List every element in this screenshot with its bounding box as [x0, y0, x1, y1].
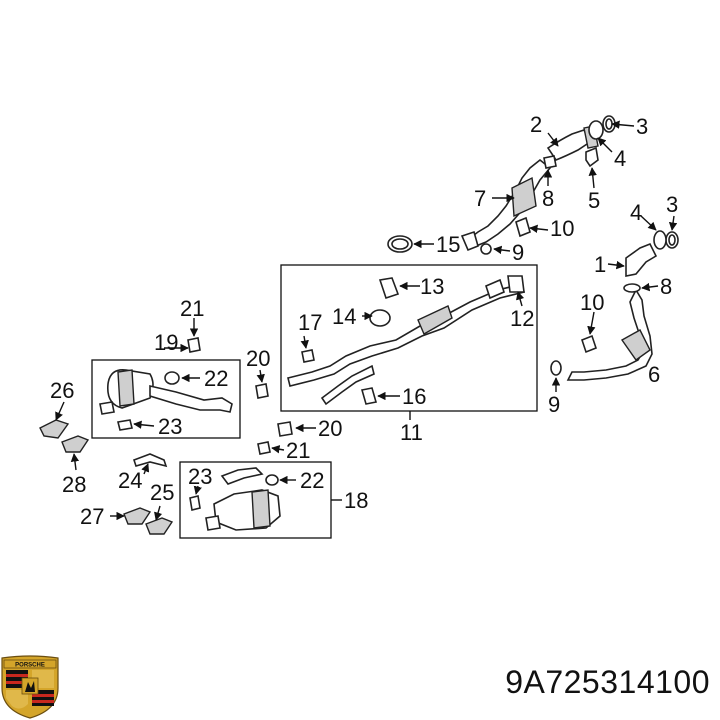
callout-16: 16: [402, 384, 426, 409]
callout-18: 18: [344, 488, 368, 513]
callout-2: 2: [530, 112, 542, 137]
gasket-4-upper: [588, 120, 604, 140]
leader-lines: [55, 120, 678, 521]
callout-23-left: 23: [158, 414, 182, 439]
callout-20-upper: 20: [246, 346, 270, 371]
tip-26: [39, 419, 70, 439]
callout-20-lower: 20: [318, 416, 342, 441]
bracket-12: [507, 275, 525, 293]
center-pipe: [287, 278, 525, 406]
front-pipe-right: [566, 242, 658, 381]
bracket-23-left: [117, 419, 133, 431]
gasket-4-right: [653, 230, 667, 250]
callout-1: 1: [594, 252, 606, 277]
frame-left-muffler-assembly: [91, 359, 241, 439]
callout-6: 6: [648, 362, 660, 387]
clamp-22-left: [164, 371, 180, 385]
callout-7: 7: [474, 186, 486, 211]
mount-20-lower: [277, 421, 293, 437]
svg-text:PORSCHE: PORSCHE: [15, 663, 45, 669]
porsche-crest-logo: PORSCHE: [1, 655, 59, 719]
clamp-8-upper: [543, 155, 557, 169]
mount-14: [369, 309, 391, 327]
gasket-3-right: [665, 231, 679, 249]
hanger-17: [301, 349, 315, 363]
gasket-3-upper: [602, 115, 616, 133]
callout-10-upper: 10: [550, 216, 574, 241]
callout-27: 27: [80, 504, 104, 529]
callout-4-right: 4: [630, 200, 642, 225]
hanger-21-lower: [257, 441, 271, 455]
muffler-right: [205, 467, 281, 531]
nut-9-upper: [480, 243, 492, 255]
callout-28: 28: [62, 472, 86, 497]
callout-3-right: 3: [666, 192, 678, 217]
gasket-15: [387, 235, 413, 253]
callout-21-upper: 21: [180, 296, 204, 321]
callout-24: 24: [118, 468, 142, 493]
callout-4-upper: 4: [614, 146, 626, 171]
callout-17: 17: [298, 310, 322, 335]
mount-20-upper: [255, 383, 269, 399]
callout-3-upper: 3: [636, 114, 648, 139]
hanger-21-upper: [187, 337, 201, 353]
bracket-10-right: [581, 334, 597, 354]
tip-25: [145, 517, 174, 535]
callout-10-right: 10: [580, 290, 604, 315]
clamp-8-right: [623, 283, 641, 293]
callout-9-right: 9: [548, 392, 560, 417]
bracket-23-right: [189, 495, 201, 511]
callout-21-lower: 21: [286, 438, 310, 463]
callout-8-right: 8: [660, 274, 672, 299]
callout-26: 26: [50, 378, 74, 403]
callout-14: 14: [332, 304, 356, 329]
mount-13: [378, 277, 400, 300]
bracket-16: [360, 387, 378, 405]
tip-28: [61, 435, 90, 453]
callout-12: 12: [510, 306, 534, 331]
callout-11: 11: [400, 420, 423, 445]
bracket-5: [585, 146, 599, 168]
frame-center-pipe-assembly: [280, 264, 538, 412]
callout-22-right: 22: [300, 468, 324, 493]
callout-9-upper: 9: [512, 240, 524, 265]
clamp-22-right: [265, 474, 279, 486]
callout-13: 13: [420, 274, 444, 299]
nut-9-right: [550, 360, 562, 376]
callout-23-right: 23: [188, 464, 212, 489]
callout-5: 5: [588, 188, 600, 213]
callout-15: 15: [436, 232, 460, 257]
tip-27: [123, 507, 152, 525]
muffler-left: [99, 368, 233, 415]
callout-19: 19: [154, 330, 178, 355]
part-number: 9A725314100: [505, 664, 710, 700]
callout-22-left: 22: [204, 366, 228, 391]
clamp-24: [132, 453, 168, 468]
callout-25: 25: [150, 480, 174, 505]
bracket-10-upper: [515, 216, 531, 238]
callout-8-upper: 8: [542, 186, 554, 211]
